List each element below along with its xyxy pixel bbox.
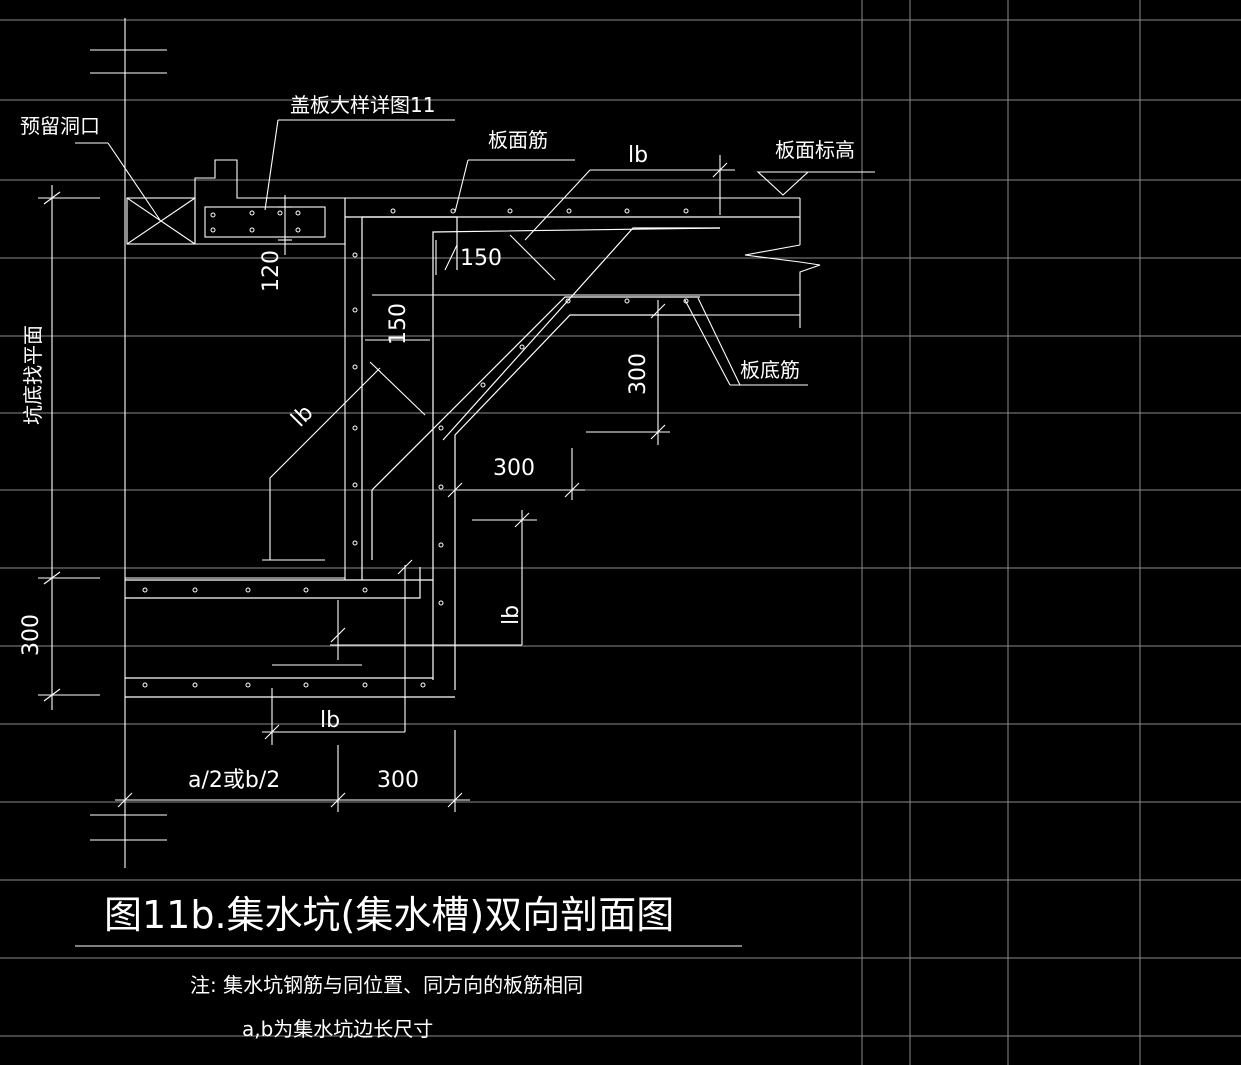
dim-lb-right: lb: [499, 605, 524, 625]
figure-title: 图11b.集水坑(集水槽)双向剖面图: [104, 893, 674, 937]
note-line-2: a,b为集水坑边长尺寸: [242, 1017, 433, 1041]
dim-300-right: 300: [626, 353, 651, 395]
dim-120: 120: [259, 250, 284, 292]
pit-bottom-slab: [125, 559, 455, 745]
dim-300-mid: 300: [493, 456, 535, 481]
bottom-dimension: [115, 730, 470, 812]
dim-150-a: 150: [460, 246, 502, 271]
dim-300-bottom: 300: [377, 768, 419, 793]
cover-plate: [194, 119, 455, 255]
label-slab-top-elevation: 板面标高: [775, 138, 855, 162]
reserved-opening: [75, 142, 196, 245]
pit-reinforcement: [262, 216, 808, 690]
label-pit-bottom-plane: 坑底找平面: [21, 325, 45, 425]
dim-lb-bottom: lb: [320, 708, 340, 733]
label-cover-plate-detail: 盖板大样详图11: [290, 93, 435, 117]
dim-lb-diag: lb: [287, 400, 319, 432]
dim-a-half-or-b-half: a/2或b/2: [188, 768, 280, 793]
dim-lb-top: lb: [628, 143, 648, 168]
dim-150-b: 150: [386, 303, 411, 345]
left-dimension: [38, 185, 100, 710]
label-reserved-opening: 预留洞口: [20, 114, 100, 138]
note-line-1: 注: 集水坑钢筋与同位置、同方向的板筋相同: [190, 973, 583, 997]
label-slab-top-bar: 板面筋: [488, 128, 548, 152]
slab: [344, 155, 875, 580]
dim-300-left: 300: [19, 614, 44, 656]
left-axis: [90, 18, 167, 868]
label-slab-bottom-bar: 板底筋: [740, 358, 800, 382]
